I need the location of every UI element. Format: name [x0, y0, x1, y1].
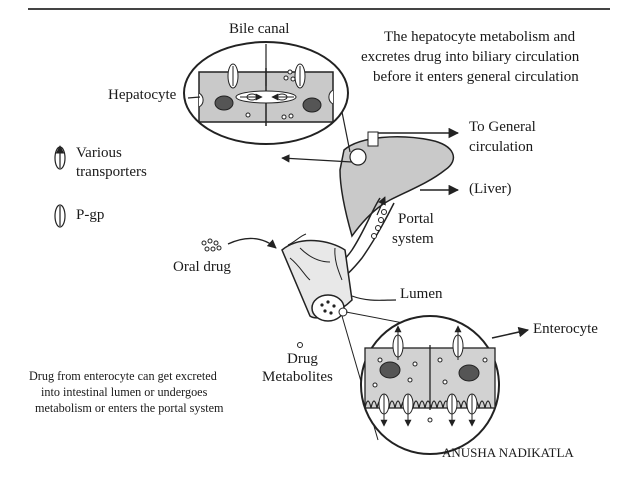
metabolite-dot — [297, 342, 303, 348]
enterocyte-zoom — [360, 315, 500, 455]
author-credit: ANUSHA NADIKATLA — [442, 445, 574, 460]
drug-metabolites-line-2: Metabolites — [262, 369, 333, 385]
hepatocyte-label: Hepatocyte — [108, 87, 177, 103]
p-gp-transporter-icon — [54, 204, 66, 228]
various-transporter-icon — [54, 145, 66, 170]
hepatocyte-note-line-3: before it enters general circulation — [373, 69, 579, 85]
hepatocyte-note-line-2: excretes drug into biliary circulation — [361, 49, 580, 65]
drug-metabolites-line-1: Drug — [287, 351, 318, 367]
intestine-segment — [281, 233, 353, 322]
enterocyte-note-line-3: metabolism or enters the portal system — [35, 401, 224, 415]
legend-p-gp-label: P-gp — [76, 207, 105, 223]
lumen-pointer — [351, 295, 397, 301]
enterocyte-note-line-1: Drug from enterocyte can get excreted — [29, 369, 217, 383]
legend-various-transporters-line-1: Various — [76, 145, 122, 161]
enterocyte-note-line-2: into intestinal lumen or undergoes — [41, 385, 208, 399]
top-rule — [28, 8, 610, 10]
liver-shape — [339, 131, 455, 238]
oral-drug-arrow — [227, 237, 277, 249]
to-general-circulation-line-1: To General — [469, 119, 536, 135]
hepatocyte-pointer — [187, 96, 201, 99]
to-general-circulation-line-2: circulation — [469, 139, 534, 155]
portal-system-line-2: system — [392, 231, 434, 247]
legend-various-transporters-line-2: transporters — [76, 164, 147, 180]
lumen-label: Lumen — [400, 286, 443, 302]
hepatocyte-note-line-1: The hepatocyte metabolism and — [384, 29, 576, 45]
enterocyte-arrow — [491, 326, 530, 339]
bile-canal-label: Bile canal — [229, 21, 290, 37]
oral-drug-label: Oral drug — [173, 259, 231, 275]
liver-label: (Liver) — [469, 181, 512, 197]
oral-drug-dots — [201, 238, 222, 252]
enterocyte-label: Enterocyte — [533, 321, 598, 337]
portal-system-line-1: Portal — [398, 211, 434, 227]
